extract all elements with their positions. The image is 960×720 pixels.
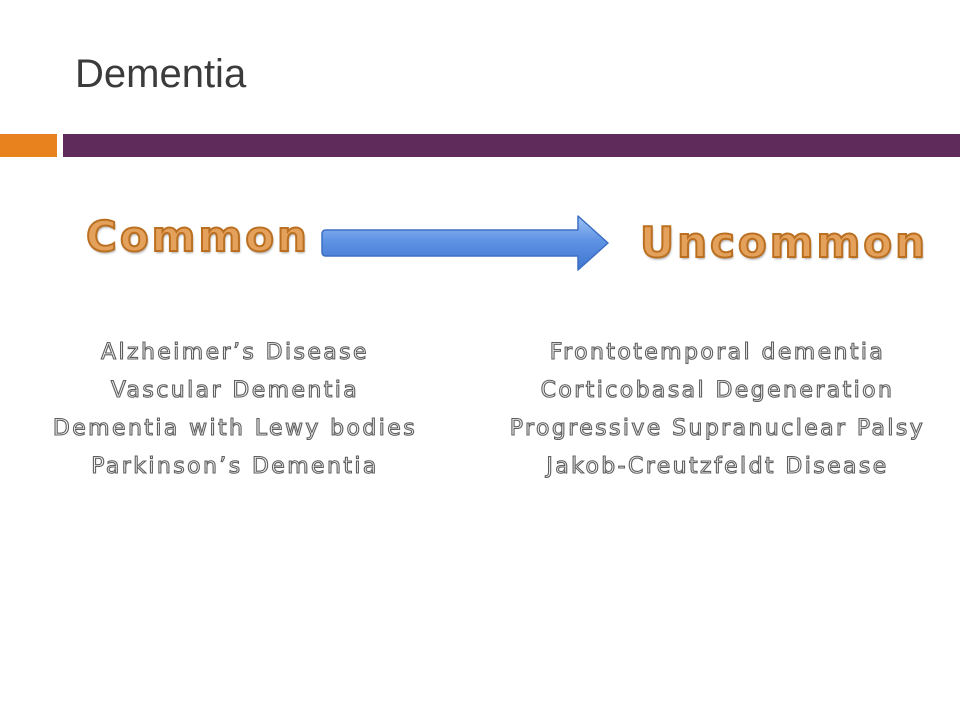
list-item: Jakob-Creutzfeldt Disease [546, 453, 889, 479]
list-item: Dementia with Lewy bodies [52, 415, 418, 441]
common-heading: Common [85, 211, 310, 262]
list-item: Frontotemporal dementia [549, 339, 886, 365]
list-item: Corticobasal Degeneration [540, 377, 895, 403]
title-divider-bar [63, 134, 960, 157]
uncommon-heading: Uncommon [639, 217, 929, 268]
uncommon-dementia-list: Frontotemporal dementia Corticobasal Deg… [475, 334, 960, 486]
list-item: Parkinson’s Dementia [91, 453, 379, 479]
list-item: Vascular Dementia [110, 377, 360, 403]
list-item: Alzheimer’s Disease [100, 339, 369, 365]
right-arrow-icon [321, 215, 609, 271]
list-item: Progressive Supranuclear Palsy [509, 415, 926, 441]
title-accent-bar [0, 134, 57, 157]
common-dementia-list: Alzheimer’s Disease Vascular Dementia De… [20, 334, 450, 486]
slide-title: Dementia [75, 52, 247, 96]
